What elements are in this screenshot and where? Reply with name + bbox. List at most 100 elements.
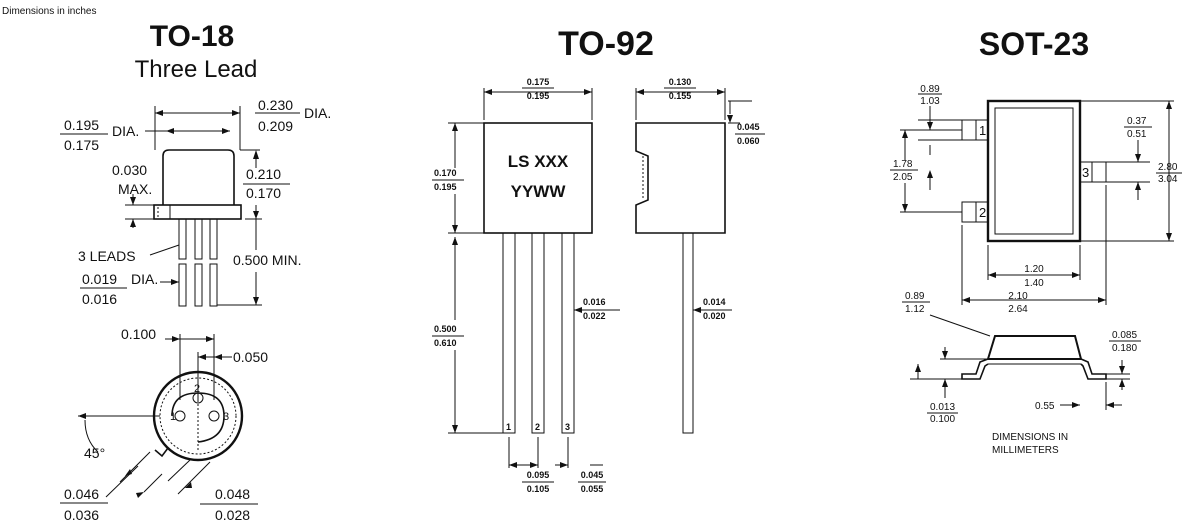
to18-subtitle: Three Lead	[135, 56, 258, 83]
to92-pitch-dimensions: 0.095 0.105 0.045 0.055	[508, 437, 606, 494]
units-note: Dimensions in inches	[2, 6, 97, 17]
svg-text:0.045: 0.045	[737, 122, 760, 132]
svg-text:0.89: 0.89	[920, 84, 940, 95]
sot23-length-dimension: 2.80 3.04	[1080, 100, 1182, 242]
sot23-side-view: 0.89 1.12 0.013 0.100 0.085 0.180	[902, 291, 1141, 425]
svg-text:1.03: 1.03	[920, 96, 940, 107]
svg-text:0.170: 0.170	[434, 168, 457, 178]
svg-text:0.89: 0.89	[905, 291, 925, 302]
to18-height-dimension: 0.210 0.170	[240, 149, 290, 220]
svg-text:2.80: 2.80	[1158, 162, 1178, 173]
svg-text:0.210: 0.210	[246, 166, 281, 182]
to18-lead-length: 0.500 MIN.	[233, 252, 301, 268]
to18-lead-dia-top: 0.019	[82, 271, 117, 287]
to18-flange	[153, 204, 242, 220]
svg-text:DIA.: DIA.	[112, 123, 139, 139]
svg-text:1.40: 1.40	[1024, 278, 1044, 289]
sot23-lead-1	[961, 119, 977, 141]
svg-text:2.64: 2.64	[1008, 304, 1028, 315]
to92-title: TO-92	[558, 25, 654, 63]
svg-text:0.050: 0.050	[233, 349, 268, 365]
svg-text:DIA.: DIA.	[131, 271, 158, 287]
to18-bottom-view: 0.100 0.050 1 2 3 45°	[78, 326, 268, 462]
svg-text:0.105: 0.105	[527, 484, 550, 494]
svg-text:DIA.: DIA.	[304, 105, 331, 121]
svg-text:0.155: 0.155	[669, 91, 692, 101]
to18-leads	[178, 218, 218, 307]
to18-leads-label: 3 LEADS	[78, 248, 136, 264]
svg-text:1.78: 1.78	[893, 159, 913, 170]
svg-text:1.20: 1.20	[1024, 264, 1044, 275]
svg-text:0.048: 0.048	[215, 486, 250, 502]
svg-text:3.04: 3.04	[1158, 174, 1178, 185]
svg-text:0.045: 0.045	[581, 470, 604, 480]
svg-text:0.610: 0.610	[434, 338, 457, 348]
svg-text:0.500: 0.500	[434, 324, 457, 334]
to18-flange-max-dimension: 0.030 MAX.	[112, 162, 156, 228]
svg-text:0.022: 0.022	[583, 311, 606, 321]
to92-lead-width-dimension: 0.016 0.022	[574, 297, 620, 321]
to18-pin-1: 1	[170, 411, 176, 423]
svg-text:0.030: 0.030	[112, 162, 147, 178]
svg-text:0.016: 0.016	[583, 297, 606, 307]
sot23-body-width-dimension: 1.20 1.40	[987, 245, 1081, 289]
to92-front-body	[483, 122, 593, 234]
to18-tab-dimensions: 0.046 0.036 0.048 0.028	[60, 451, 258, 523]
svg-text:0.028: 0.028	[215, 507, 250, 523]
svg-text:2: 2	[979, 205, 986, 220]
sot23-pin-spacing-dimension: 1.78 2.05	[890, 129, 962, 213]
sot23-overall-width-dimension: 2.10 2.64	[961, 185, 1107, 315]
svg-text:0.020: 0.020	[703, 311, 726, 321]
to92-side-view: 0.130 0.155 0.045 0.060 0.014 0.020	[635, 77, 765, 434]
svg-text:3: 3	[1082, 165, 1089, 180]
sot23-units-line-2: MILLIMETERS	[992, 445, 1059, 456]
svg-text:0.195: 0.195	[434, 182, 457, 192]
svg-text:0.170: 0.170	[246, 185, 281, 201]
to92-lead-length-dimension: 0.500 0.610	[432, 237, 503, 434]
svg-text:0.175: 0.175	[64, 137, 99, 153]
svg-text:0.175: 0.175	[527, 77, 550, 87]
svg-text:0.100: 0.100	[121, 326, 156, 342]
svg-text:0.195: 0.195	[64, 117, 99, 133]
to18-package: TO-18 Three Lead 0.230 DIA. 0.209 0.195 …	[60, 20, 331, 523]
sot23-body	[986, 99, 1082, 243]
to18-cap	[162, 149, 235, 205]
to92-pin-3: 3	[565, 422, 570, 432]
to92-leads: 1 2 3	[502, 232, 575, 434]
sot23-lead-length-dimension: 0.89 1.03	[918, 84, 962, 155]
to92-marking-1: LS XXX	[508, 152, 569, 171]
svg-text:0.060: 0.060	[737, 136, 760, 146]
svg-text:1: 1	[979, 123, 986, 138]
svg-text:0.230: 0.230	[258, 97, 293, 113]
to92-width-dimension: 0.175 0.195	[483, 77, 593, 120]
to92-marking-2: YYWW	[511, 182, 567, 201]
to92-height-dimension: 0.170 0.195	[432, 122, 484, 234]
to18-pin-2: 2	[194, 383, 200, 395]
to92-pin-2: 2	[535, 422, 540, 432]
sot23-units-line-1: DIMENSIONS IN	[992, 432, 1068, 443]
sot23-package: SOT-23 1 2 3 0.89 1.03	[890, 26, 1182, 456]
svg-text:0.100: 0.100	[930, 414, 955, 425]
svg-text:0.130: 0.130	[669, 77, 692, 87]
svg-text:0.095: 0.095	[527, 470, 550, 480]
sot23-lead-width-dimension: 0.37 0.51	[1106, 116, 1152, 200]
to18-flange-dia-dimension: 0.195 0.175 DIA.	[60, 117, 230, 153]
sot23-lead-2	[961, 201, 977, 223]
svg-text:0.085: 0.085	[1112, 330, 1137, 341]
to92-pin-1: 1	[506, 422, 511, 432]
to18-cap-dia-dimension: 0.230 DIA. 0.209	[154, 97, 331, 150]
svg-text:0.55: 0.55	[1035, 401, 1055, 412]
svg-text:0.016: 0.016	[82, 291, 117, 307]
svg-text:2.10: 2.10	[1008, 291, 1028, 302]
svg-text:0.51: 0.51	[1127, 129, 1147, 140]
svg-text:0.055: 0.055	[581, 484, 604, 494]
svg-text:0.180: 0.180	[1112, 343, 1137, 354]
svg-text:45°: 45°	[84, 445, 105, 461]
svg-text:MAX.: MAX.	[118, 181, 152, 197]
svg-text:0.014: 0.014	[703, 297, 726, 307]
svg-text:0.37: 0.37	[1127, 116, 1147, 127]
svg-text:0.209: 0.209	[258, 118, 293, 134]
svg-text:0.013: 0.013	[930, 402, 955, 413]
svg-text:0.046: 0.046	[64, 486, 99, 502]
